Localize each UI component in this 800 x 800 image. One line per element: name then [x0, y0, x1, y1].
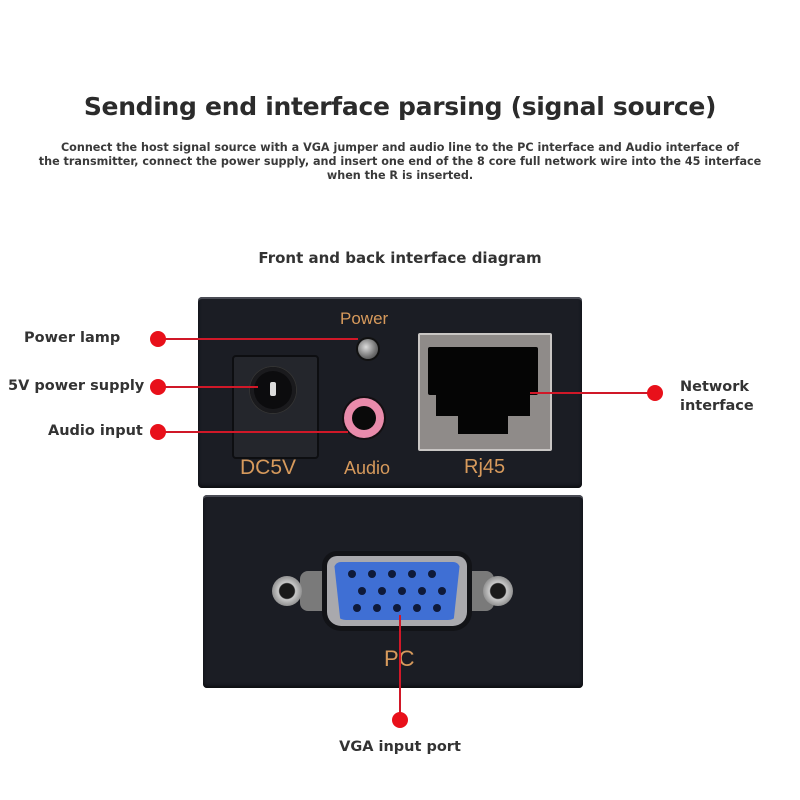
vga-pin — [433, 604, 441, 612]
callout-audio-input: Audio input — [48, 423, 143, 439]
vga-pin — [368, 570, 376, 578]
rj45-opening — [436, 392, 530, 416]
callout-dot-icon — [647, 385, 663, 401]
callout-dot-icon — [150, 331, 166, 347]
vga-pin — [353, 604, 361, 612]
callout-vga-input: VGA input port — [339, 739, 461, 755]
callout-network-line: interface — [680, 398, 754, 414]
callout-network-interface: Network interface — [680, 378, 754, 416]
vga-pin — [373, 604, 381, 612]
vga-pin — [398, 587, 406, 595]
callout-power-supply: 5V power supply — [8, 378, 145, 394]
vga-pin — [408, 570, 416, 578]
vga-pin — [348, 570, 356, 578]
vga-pin — [393, 604, 401, 612]
vga-pin — [418, 587, 426, 595]
callout-dot-icon — [150, 379, 166, 395]
power-led-icon — [358, 339, 378, 359]
description-line: the transmitter, connect the power suppl… — [38, 155, 762, 168]
vga-pin — [388, 570, 396, 578]
vga-pin — [413, 604, 421, 612]
vga-pin — [358, 587, 366, 595]
callout-network-line: Network — [680, 379, 750, 395]
callout-power-lamp: Power lamp — [24, 330, 121, 346]
screw-icon — [483, 576, 513, 606]
vga-pin — [438, 587, 446, 595]
screw-icon — [272, 576, 302, 606]
callout-line-power-supply — [158, 386, 258, 388]
description-line: when the R is inserted. — [326, 169, 474, 182]
page-description: Connect the host signal source with a VG… — [30, 141, 770, 183]
callout-line-power-lamp — [158, 338, 358, 340]
dc-jack-pin — [270, 382, 276, 396]
callout-dot-icon — [392, 712, 408, 728]
power-label: Power — [340, 309, 389, 328]
dc5v-label: DC5V — [240, 456, 297, 479]
callout-line-audio-input — [158, 431, 348, 433]
rj45-label: Rj45 — [464, 456, 506, 478]
vga-pin — [378, 587, 386, 595]
callout-line-vga — [399, 615, 401, 720]
description-line: Connect the host signal source with a VG… — [60, 141, 740, 154]
audio-jack-hole — [352, 406, 376, 430]
rj45-opening — [428, 347, 538, 395]
rj45-opening — [458, 414, 508, 434]
callout-dot-icon — [150, 424, 166, 440]
diagram-subtitle: Front and back interface diagram — [258, 249, 542, 267]
callout-line-network — [530, 392, 655, 394]
vga-pin — [428, 570, 436, 578]
page-title: Sending end interface parsing (signal so… — [83, 92, 717, 121]
audio-label: Audio — [344, 458, 391, 478]
